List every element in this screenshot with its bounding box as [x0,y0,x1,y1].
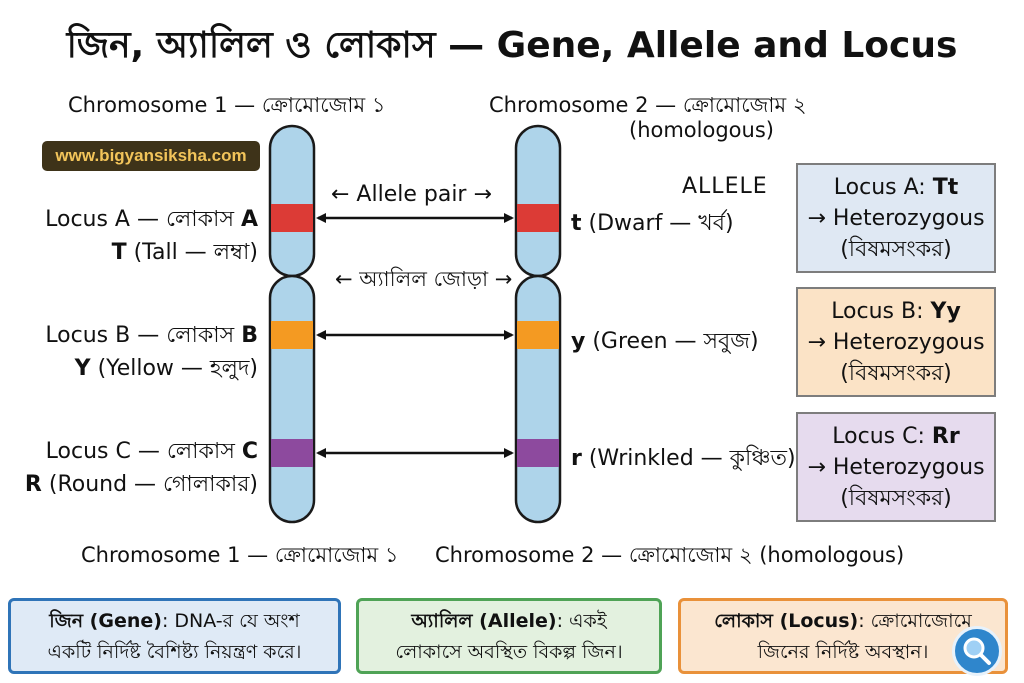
allele-word: ALLELE [682,174,768,199]
zygosity-line: → Heterozygous [807,330,985,355]
page-title: জিন, অ্যালিল ও লোকাস — Gene, Allele and … [66,25,958,66]
locus-b-band-chr2 [517,321,559,349]
locus-b-right-allele: y (Green — সবুজ) [571,329,759,354]
definition-term: জিন (Gene) [49,610,162,632]
definition-locus: লোকাস (Locus): ক্রোমোজোমে জিনের নির্দিষ্… [678,598,1008,674]
genotype-box-locus-b: Locus B: Yy → Heterozygous (বিষমসংকর) [796,287,996,397]
genotype-box-locus-a: Locus A: Tt → Heterozygous (বিষমসংকর) [796,163,996,273]
allele-pair-label: ← Allele pair → [331,182,492,207]
locus-a-right-allele: t (Dwarf — খর্ব) [571,211,734,236]
locus-b-left-allele: Y (Yellow — হলুদ) [74,356,258,381]
zygosity-bn-line: (বিষমসংকর) [840,361,952,386]
locus-c-band-chr1 [271,439,313,467]
locus-a-band-chr1 [271,204,313,232]
locus-c-label: Locus C — লোকাস C [45,439,258,464]
definition-term: লোকাস (Locus) [714,610,859,632]
locus-a-left-allele: T (Tall — লম্বা) [111,240,258,265]
zygosity-bn-line: (বিষমসংকর) [840,486,952,511]
definition-allele: অ্যালিল (Allele): একই লোকাসে অবস্থিত বিক… [356,598,662,674]
genotype-box-locus-c: Locus C: Rr → Heterozygous (বিষমসংকর) [796,412,996,522]
locus-a-band-chr2 [517,204,559,232]
magnifier-icon[interactable] [952,626,1002,676]
website-badge[interactable]: www.bigyansiksha.com [42,141,260,171]
zygosity-bn-line: (বিষমসংকর) [840,237,952,262]
locus-c-band-chr2 [517,439,559,467]
locus-a-label: Locus A — লোকাস A [45,207,258,232]
locus-b-band-chr1 [271,321,313,349]
chromosome-2-bottom-label: Chromosome 2 — ক্রোমোজোম ২ (homologous) [435,543,905,567]
genotype-line: Locus A: Tt [833,175,959,200]
genotype-line: Locus C: Rr [832,424,960,449]
definition-gene: জিন (Gene): DNA-র যে অংশ একটি নির্দিষ্ট … [8,598,341,674]
zygosity-line: → Heterozygous [807,455,985,480]
locus-c-left-allele: R (Round — গোলাকার) [24,472,258,497]
chromosome-1-bottom-label: Chromosome 1 — ক্রোমোজোম ১ [81,543,399,567]
chromosome-2-homologous-label: (homologous) [629,118,774,142]
genotype-line: Locus B: Yy [831,299,961,324]
chromosome-1 [268,124,316,524]
locus-b-label: Locus B — লোকাস B [45,323,258,348]
chromosome-2 [514,124,562,524]
locus-c-right-allele: r (Wrinkled — কুঞ্চিত) [571,446,796,471]
zygosity-line: → Heterozygous [807,206,985,231]
allele-pair-label-bn: ← অ্যালিল জোড়া → [335,267,513,291]
definition-term: অ্যালিল (Allele) [411,610,557,632]
chromosome-2-top-label: Chromosome 2 — ক্রোমোজোম ২ [489,93,807,117]
chromosome-1-top-label: Chromosome 1 — ক্রোমোজোম ১ [68,93,386,117]
